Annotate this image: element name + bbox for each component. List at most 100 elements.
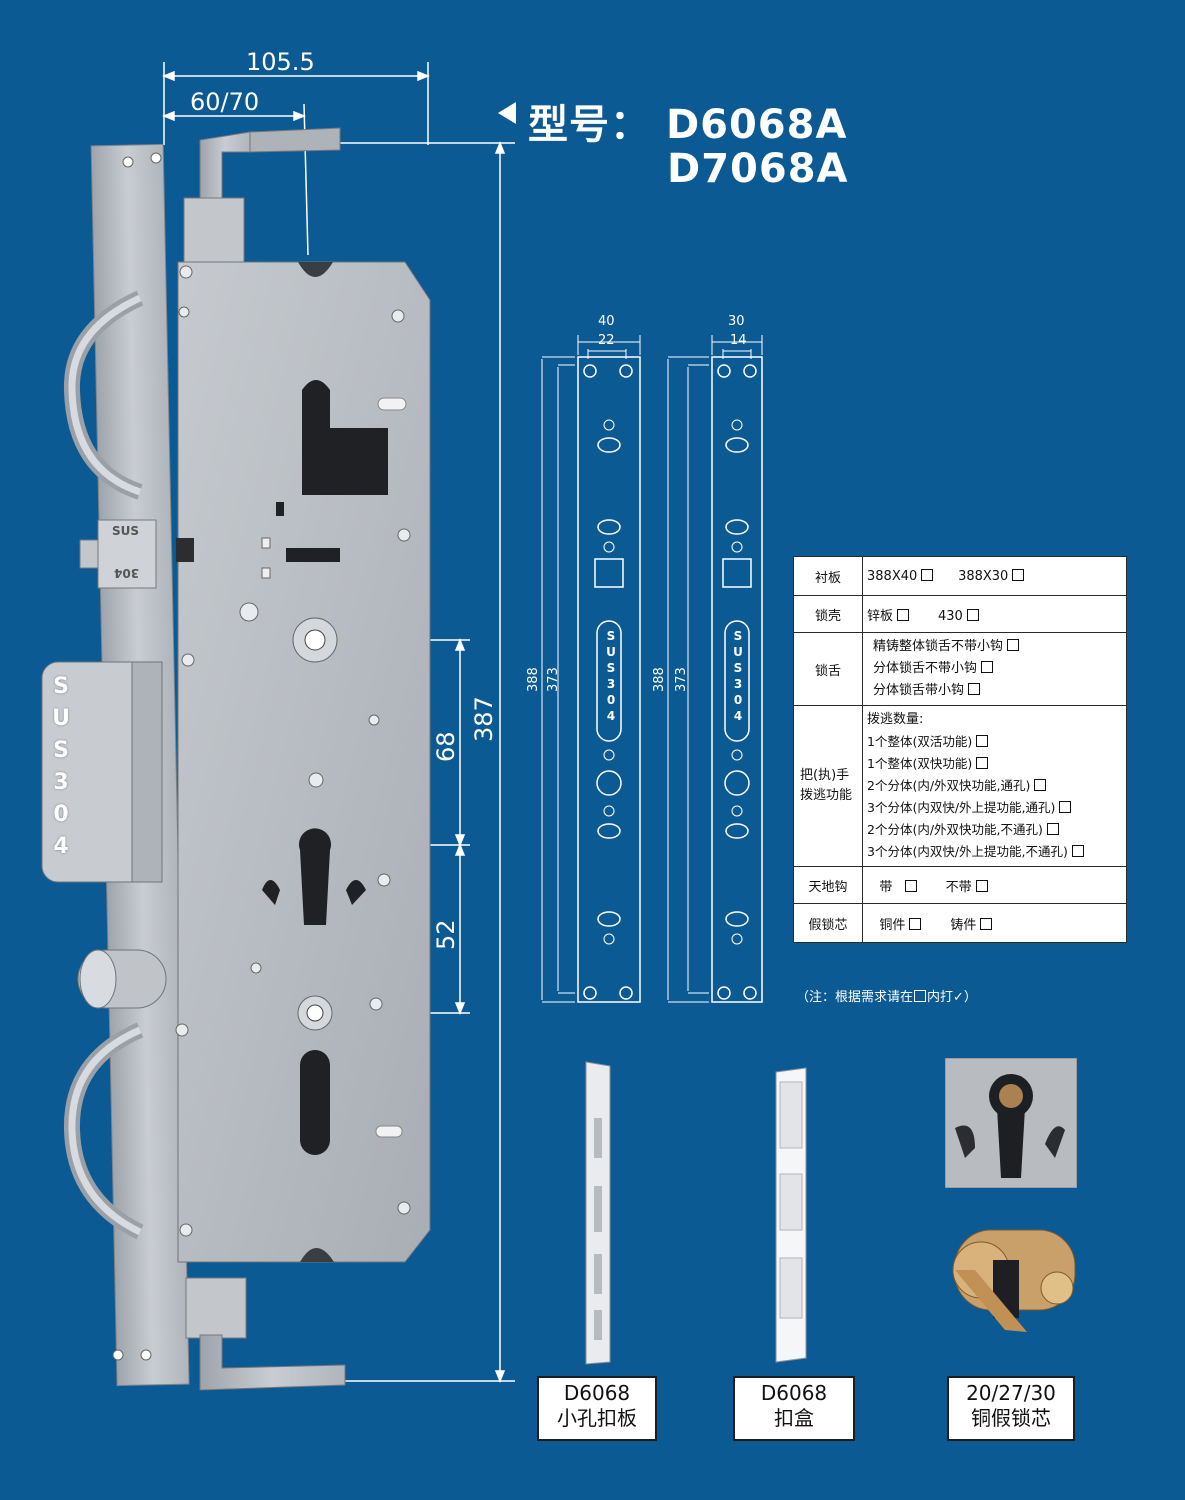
spec-key: 把(执)手拨逃功能 xyxy=(793,705,863,867)
dummy-cylinder-photo xyxy=(952,1229,1076,1332)
spec-key: 衬板 xyxy=(793,556,863,596)
plate-mark-char: S xyxy=(733,661,743,675)
checkbox[interactable] xyxy=(976,757,989,769)
dim-height-value: 387 xyxy=(470,696,498,742)
option-label: 精铸整体锁舌不带小钩 xyxy=(873,639,1004,654)
caption-strike-plate: D6068 小孔扣板 xyxy=(537,1376,657,1441)
case-screws xyxy=(175,265,411,1237)
option-label: 388X30 xyxy=(958,568,1009,584)
plate1-length-inner: 373 xyxy=(546,667,561,692)
caption-line1: D6068 xyxy=(563,1381,631,1405)
strike-box-photo xyxy=(775,1067,807,1363)
plate-mark-char: 3 xyxy=(733,677,743,691)
checkbox[interactable] xyxy=(968,683,981,695)
option-heading: 拨逃数量: xyxy=(867,712,924,727)
option-label: 3个分体(内双快/外上提功能,通孔) xyxy=(867,800,1056,815)
model-title: 型号： D6068A xyxy=(528,92,847,150)
checkbox[interactable] xyxy=(1071,845,1084,857)
option-label: 430 xyxy=(937,608,963,624)
option-label: 铸件 xyxy=(950,917,977,933)
dim-spacing-upper: 68 xyxy=(432,731,460,762)
dim-spacing-lower: 52 xyxy=(432,919,460,950)
checkbox[interactable] xyxy=(897,608,910,621)
caption-dummy-cylinder: 20/27/30 铜假锁芯 xyxy=(947,1376,1075,1441)
model-number-1: D6068A xyxy=(665,102,848,148)
spec-row-dummy-cylinder: 假锁芯 铜件 铸件 xyxy=(793,903,1127,943)
plate2-length-inner: 373 xyxy=(674,667,689,692)
plate1-length-outer: 388 xyxy=(526,667,541,692)
option-label: 2个分体(内/外双快功能,不通孔) xyxy=(867,822,1043,837)
plate-mark-char: S xyxy=(606,661,616,675)
checkbox[interactable] xyxy=(1046,823,1059,835)
option-label: 分体锁舌不带小钩 xyxy=(873,661,978,676)
deadbolt-mark-char: U xyxy=(52,706,70,731)
spec-key: 天地钩 xyxy=(793,866,863,904)
deadbolt-mark-char: 3 xyxy=(53,770,69,795)
deadbolt-mark-char: S xyxy=(53,674,69,699)
plate2-top-width: 30 xyxy=(728,314,745,329)
plate-mark-char: 0 xyxy=(606,693,616,707)
plate-mark-char: 0 xyxy=(733,693,743,707)
plate-mark-char: U xyxy=(733,645,743,659)
checkbox[interactable] xyxy=(1012,568,1025,581)
option-label: 3个分体(内双快/外上提功能,不通孔) xyxy=(867,844,1068,859)
faceplate-screws xyxy=(112,152,162,1361)
spec-key: 锁舌 xyxy=(793,632,863,706)
note-prefix: （注：根据需求请在 xyxy=(796,990,914,1005)
spec-key: 假锁芯 xyxy=(793,903,863,943)
spec-table: 衬板 388X40 388X30 锁壳 锌板 430 锁舌 精铸整体锁舌不带小钩… xyxy=(793,556,1127,943)
option-label: 铜件 xyxy=(879,917,906,933)
dim-backset: 60/70 xyxy=(190,88,260,116)
lock-body-illustration xyxy=(41,62,515,1391)
option-label: 锌板 xyxy=(867,608,894,624)
caption-line2: 扣盒 xyxy=(774,1406,814,1430)
checkbox[interactable] xyxy=(976,735,989,747)
option-label: 不带 xyxy=(945,879,972,895)
dim-spacing-upper-value: 68 xyxy=(432,731,460,762)
plate-mark-char: 4 xyxy=(733,709,743,723)
spec-row-liner: 衬板 388X40 388X30 xyxy=(793,556,1127,596)
option-label: 388X40 xyxy=(867,568,918,584)
strike-plate-photo xyxy=(585,1061,611,1365)
caption-line1: D6068 xyxy=(760,1381,828,1405)
checkbox[interactable] xyxy=(980,917,993,930)
checkbox[interactable] xyxy=(904,879,917,892)
checkbox[interactable] xyxy=(981,661,994,673)
caption-line1: 20/27/30 xyxy=(966,1381,1056,1405)
model-label: 型号： xyxy=(528,102,651,148)
spec-row-case: 锁壳 锌板 430 xyxy=(793,595,1127,633)
option-label: 分体锁舌带小钩 xyxy=(873,683,965,698)
strike-plate-drawings xyxy=(541,335,763,1003)
option-label: 1个整体(双快功能) xyxy=(867,756,973,771)
plate1-top-width: 40 xyxy=(598,314,615,329)
spec-options: 拨逃数量: 1个整体(双活功能) 1个整体(双快功能) 2个分体(内/外双快功能… xyxy=(862,705,1127,867)
spec-options: 铜件 铸件 xyxy=(862,903,1127,943)
spec-options: 锌板 430 xyxy=(862,595,1127,633)
checkbox[interactable] xyxy=(1059,801,1072,813)
model-number-2: D7068A xyxy=(667,146,849,192)
plate2-length-outer: 388 xyxy=(652,667,667,692)
spec-options: 精铸整体锁舌不带小钩 分体锁舌不带小钩 分体锁舌带小钩 xyxy=(862,632,1127,706)
option-label: 2个分体(内/外双快功能,通孔) xyxy=(867,778,1031,793)
dim-height: 387 xyxy=(470,696,498,742)
note-checkbox-icon xyxy=(914,990,927,1002)
plate-mark-char: S xyxy=(733,629,743,643)
checkbox[interactable] xyxy=(975,879,988,892)
caption-line2: 铜假锁芯 xyxy=(971,1406,1051,1430)
checkbox[interactable] xyxy=(966,608,979,621)
checkbox[interactable] xyxy=(1034,779,1047,791)
note-suffix: 内打✓） xyxy=(927,990,977,1005)
option-label: 带 xyxy=(879,879,893,895)
deadbolt-mark-char: 0 xyxy=(53,802,69,827)
caption-line2: 小孔扣板 xyxy=(557,1406,637,1430)
checkbox[interactable] xyxy=(909,917,922,930)
checkbox[interactable] xyxy=(1007,639,1020,651)
plate-mark-char: U xyxy=(606,645,616,659)
caption-strike-box: D6068 扣盒 xyxy=(733,1376,855,1441)
checkbox[interactable] xyxy=(921,568,934,581)
latch-mark-bottom: 304 xyxy=(114,566,140,580)
